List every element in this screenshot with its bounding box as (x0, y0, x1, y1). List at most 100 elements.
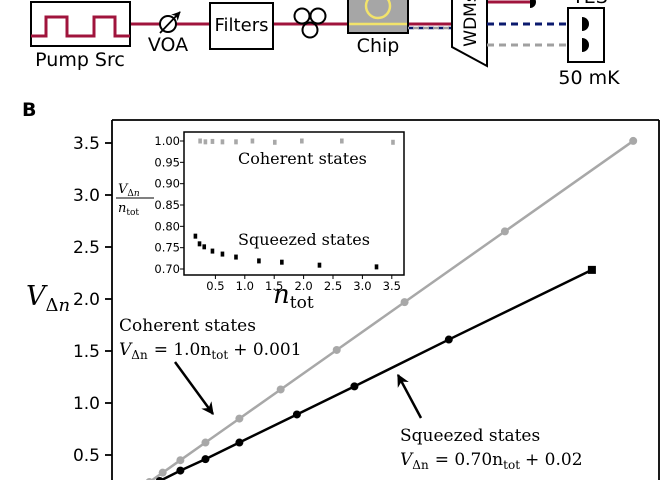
ring-resonator-icon (364, 0, 392, 20)
data-point (400, 298, 409, 307)
inset-coherent-label: Coherent states (238, 149, 367, 168)
inset-y-tick-label: 0.80 (154, 219, 180, 233)
inset-data-point (197, 241, 202, 247)
tes-label: TES (571, 0, 608, 8)
inset-y-tick-label: 0.85 (154, 198, 180, 212)
inset-y-tick-label: 0.75 (154, 241, 180, 255)
y-tick-label: 0.5 (73, 446, 100, 466)
data-point (176, 466, 185, 475)
data-point (201, 438, 210, 447)
data-point (587, 265, 596, 274)
coherent-line (150, 139, 634, 480)
coherent-annotation-equation: VΔn= 1.0ntot+ 0.001 (119, 340, 302, 362)
filters: Filters (209, 2, 274, 50)
chip-label: Chip (357, 35, 400, 57)
inset-y-tick-label: 0.95 (154, 155, 180, 169)
data-point (332, 345, 341, 354)
eq-rhs: = 0.70n (435, 450, 503, 470)
data-point (155, 477, 164, 480)
inset-data-point (300, 138, 304, 144)
pump-source: Pump Src (30, 1, 131, 71)
inset-data-point (210, 138, 215, 144)
inset-data-point (250, 138, 255, 144)
eq-lhs: V (400, 450, 414, 470)
inset-data-point (198, 138, 202, 144)
inset-data-point (220, 139, 225, 145)
inset-data-point (234, 254, 238, 260)
squeezed-annotation-title: Squeezed states (400, 426, 540, 446)
tes-cryostat: TES 50 mK (530, 0, 620, 89)
eq-rhs-sub: tot (503, 458, 520, 472)
inset-plot-area (193, 138, 395, 270)
squeezed-annotation: Squeezed states VΔn = 0.70ntot + 0.02 (396, 373, 583, 472)
inset-data-point (280, 259, 284, 265)
eq-lhs: V (119, 340, 133, 360)
eq-lhs-sub: Δn (131, 348, 148, 362)
inset-data-point (234, 139, 238, 145)
attenuator-icon (159, 11, 181, 34)
inset-y-label-denominator: ntot (118, 201, 139, 218)
inset-x-tick-label: 3.0 (353, 279, 371, 293)
inset-data-point (374, 264, 379, 270)
inset-data-point (391, 139, 395, 145)
y-axis-label-sub: Δ (46, 295, 59, 316)
pc-label: PC (298, 0, 323, 2)
y-axis-label: VΔn (26, 281, 70, 316)
coherent-annotation: Coherent states VΔn= 1.0ntot+ 0.001 (119, 316, 302, 416)
data-point (235, 414, 244, 423)
wdm-label: WDMs (461, 0, 481, 47)
y-ticks: 0.51.01.52.02.53.03.5 (73, 134, 112, 466)
data-point (500, 227, 509, 236)
inset-data-point (193, 233, 198, 239)
detector-icon (582, 17, 589, 31)
filters-label: Filters (215, 15, 269, 36)
inset-y-tick-label: 0.70 (154, 262, 180, 276)
inset-data-point (210, 248, 215, 254)
inset-data-point (272, 139, 277, 145)
polarization-controller: PC (293, 0, 327, 39)
temperature-label: 50 mK (558, 67, 620, 89)
inset-data-point (340, 138, 344, 144)
data-point (201, 455, 210, 464)
inset-x-tick-label: 2.5 (324, 279, 342, 293)
panel-label: B (22, 99, 36, 121)
square-wave-icon (31, 15, 130, 38)
inset-data-point (203, 139, 208, 145)
y-axis-label-sub-n: n (59, 295, 71, 316)
inset-x-tick-label: 1.0 (236, 279, 254, 293)
inset-x-tick-label: 0.5 (206, 279, 224, 293)
inset-x-tick-label: 2.0 (294, 279, 312, 293)
coherent-annotation-title: Coherent states (119, 316, 256, 336)
inset-x-tick-label: 1.5 (265, 279, 283, 293)
squeezed-annotation-equation: VΔn = 0.70ntot + 0.02 (400, 450, 583, 472)
fiber-loop-icon (293, 7, 327, 39)
chip: Chip (347, 0, 409, 57)
wdm: WDMs (451, 0, 488, 68)
eq-rhs: = 1.0n (154, 340, 212, 360)
eq-tail: + 0.001 (233, 340, 301, 360)
y-tick-label: 2.5 (73, 238, 100, 258)
data-point (444, 335, 453, 344)
inset-data-point (202, 244, 207, 250)
inset-frame (183, 131, 405, 276)
eq-tail: + 0.02 (525, 450, 583, 470)
squeezed-arrow (396, 373, 423, 419)
inset-data-point (317, 262, 322, 268)
detector-icon (530, 0, 536, 8)
y-axis-label-var: V (26, 281, 48, 312)
setup-diagram: Pump Src VOA Filters PC (30, 0, 620, 89)
inset-x-tick-label: 3.5 (383, 279, 401, 293)
y-tick-label: 3.0 (73, 186, 100, 206)
y-tick-label: 1.5 (73, 342, 100, 362)
inset-y-axis-label: VΔn ntot (116, 182, 154, 218)
pump-label: Pump Src (35, 49, 125, 71)
voa: VOA (148, 11, 188, 56)
squeezed-line (158, 268, 593, 480)
inset-data-point (220, 251, 225, 257)
coherent-arrow (173, 361, 215, 416)
y-tick-label: 3.5 (73, 134, 100, 154)
data-point (276, 385, 285, 394)
eq-lhs-sub: Δn (412, 458, 429, 472)
